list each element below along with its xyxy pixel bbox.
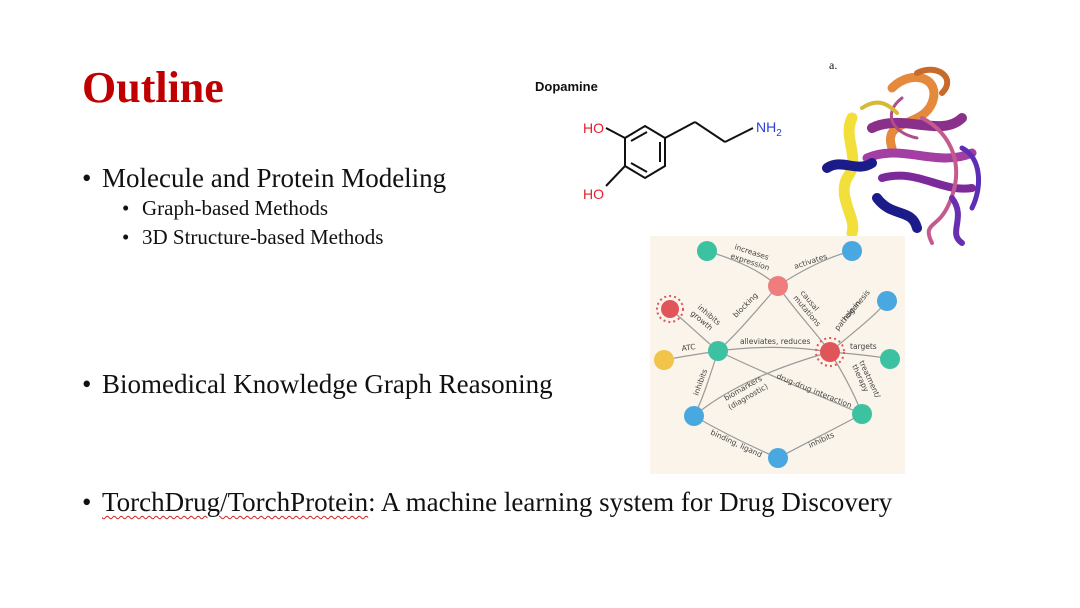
bullet-text: Molecule and Protein Modeling: [102, 163, 447, 193]
amine-label: NH2: [756, 119, 782, 139]
dopamine-label: Dopamine: [535, 79, 598, 94]
kg-disease-node: [820, 342, 840, 362]
protein-structure-image: [822, 66, 982, 246]
bullet-molecule-protein: • Molecule and Protein Modeling: [82, 162, 446, 194]
kg-protein-node: [684, 406, 704, 426]
kg-atc-node: [654, 350, 674, 370]
knowledge-graph: increases expression activates blocking …: [654, 241, 900, 468]
kg-edge-label: targets: [850, 342, 877, 351]
kg-virus-node: [661, 300, 679, 318]
sub-bullet-text: Graph-based Methods: [142, 196, 329, 220]
kg-disease-spikes: [815, 337, 845, 367]
kg-drug-node: [880, 349, 900, 369]
kg-edge-label: alleviates, reduces: [740, 337, 811, 346]
kg-edge-label: inhibits: [691, 368, 709, 397]
kg-drug-node: [852, 404, 872, 424]
bullet-dot: •: [82, 487, 92, 517]
bullet-dot: •: [122, 196, 130, 220]
bullet-torchdrug: • TorchDrug/TorchProtein: A machine lear…: [82, 486, 892, 518]
kg-edge-label: ATC: [681, 342, 696, 353]
kg-edge-label: activates: [793, 252, 828, 271]
bullet-dot: •: [122, 225, 130, 249]
kg-protein-node: [842, 241, 862, 261]
torchdrug-name: TorchDrug/TorchProtein: [102, 487, 369, 517]
kg-edge-label: blocking: [731, 291, 760, 320]
bullet-dot: •: [82, 369, 92, 399]
bullet-text: Biomedical Knowledge Graph Reasoning: [102, 369, 553, 399]
slide-title: Outline: [82, 63, 224, 112]
sub-bullet-graph: • Graph-based Methods: [122, 194, 446, 223]
kg-protein-node: [877, 291, 897, 311]
torchdrug-description: : A machine learning system for Drug Dis…: [368, 487, 893, 517]
kg-gene-node: [768, 276, 788, 296]
bullet-dot: •: [82, 163, 92, 193]
kg-drug-node: [708, 341, 728, 361]
dopamine-structure: HO HO NH2: [583, 119, 782, 202]
bullet-kg-reasoning: • Biomedical Knowledge Graph Reasoning: [82, 368, 553, 400]
knowledge-graph-figure: increases expression activates blocking …: [650, 236, 905, 474]
kg-nodes: [654, 241, 900, 468]
sub-bullet-text: 3D Structure-based Methods: [142, 225, 384, 249]
kg-drug-node: [697, 241, 717, 261]
bullet-group-modeling: • Molecule and Protein Modeling • Graph-…: [82, 162, 446, 252]
hydroxyl-bottom-label: HO: [583, 186, 604, 202]
kg-protein-node: [768, 448, 788, 468]
kg-edge-label: drug-drug interaction: [775, 372, 853, 411]
protein-panel-letter: a.: [829, 58, 838, 72]
kg-edge-label: binding, ligand: [709, 428, 764, 460]
sub-bullet-3d: • 3D Structure-based Methods: [122, 223, 446, 252]
bullet-group-kg: • Biomedical Knowledge Graph Reasoning: [82, 368, 553, 400]
bullet-group-torchdrug: • TorchDrug/TorchProtein: A machine lear…: [82, 486, 892, 518]
kg-virus-spikes: [656, 295, 684, 323]
kg-edge-label: inhibits: [807, 430, 836, 450]
hydroxyl-top-label: HO: [583, 120, 604, 136]
kg-edge-label: pathogenesis: [833, 288, 872, 332]
